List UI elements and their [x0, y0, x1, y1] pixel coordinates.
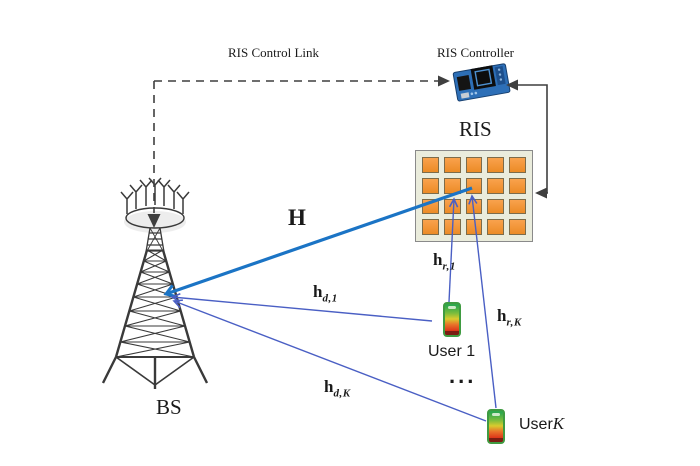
ris-element: [487, 177, 505, 194]
channel-hd1-base: h: [313, 282, 323, 301]
channel-H-label: H: [288, 205, 306, 230]
userK-label: UserK: [519, 414, 564, 434]
ris-panel: [415, 150, 533, 242]
phone-speaker: [492, 413, 500, 416]
ris-control-link-arrow: [147, 75, 450, 228]
user1-phone-icon: [443, 302, 461, 337]
ris-element: [509, 219, 526, 235]
channel-hdK-arrow: [172, 299, 487, 422]
channel-hdK-base: h: [324, 377, 334, 396]
channel-hrK-sub: r,K: [506, 316, 522, 329]
userK-phone-icon: [487, 409, 505, 444]
channel-hdK-label: hd,K: [324, 377, 351, 399]
ris-controller-label: RIS Controller: [437, 45, 514, 60]
ris-element: [465, 157, 483, 173]
ris-element: [509, 177, 526, 194]
userK-label-var: K: [552, 414, 565, 433]
ris-element: [422, 177, 439, 194]
ris-element: [422, 157, 439, 173]
channel-hdK-sub: d,K: [333, 387, 351, 400]
channel-hrK-label: hr,K: [497, 306, 522, 328]
ris-element: [487, 219, 505, 235]
channel-hrK-base: h: [497, 306, 507, 325]
channel-hd1-label: hd,1: [313, 282, 338, 304]
channel-hr1-arrow: [448, 197, 459, 303]
ris-controller-icon: [452, 63, 511, 102]
ris-element: [509, 198, 526, 215]
controller-ris-link-arrow: [506, 79, 548, 199]
phone-speaker: [448, 306, 456, 309]
ris-element: [422, 219, 439, 235]
ris-control-link-label: RIS Control Link: [228, 45, 320, 60]
ris-element: [509, 157, 526, 173]
ris-element: [487, 157, 505, 173]
users-ellipsis: ...: [449, 363, 477, 388]
ris-element: [443, 157, 461, 173]
phone-base: [445, 331, 459, 335]
channel-hr1-label: hr,1: [433, 250, 456, 272]
phone-base: [489, 438, 503, 442]
channel-hr1-base: h: [433, 250, 443, 269]
user1-label: User 1: [428, 343, 476, 360]
ris-element: [443, 177, 461, 194]
ris-element: [487, 198, 505, 215]
userK-label-prefix: User: [519, 416, 553, 433]
channel-hrK-arrow: [468, 194, 497, 409]
ris-panel-grid: [416, 151, 532, 241]
bs-tower-icon: [101, 177, 209, 389]
channel-hr1-sub: r,1: [442, 260, 456, 273]
channel-hd1-arrow: [170, 293, 433, 322]
ris-label: RIS: [459, 117, 492, 141]
channel-hd1-sub: d,1: [322, 292, 338, 305]
bs-label: BS: [156, 395, 182, 419]
channel-H-arrow: [163, 186, 473, 299]
